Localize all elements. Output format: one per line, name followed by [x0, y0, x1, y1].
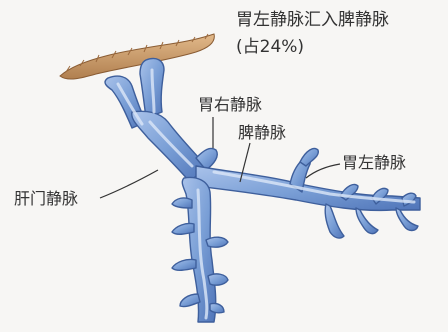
- liver-tissue-strip: [60, 34, 214, 79]
- label-left-gastric-to-splenic: 胃左静脉汇入脾静脉: [236, 12, 389, 29]
- label-splenic-vein: 脾静脉: [238, 125, 286, 141]
- label-hepatic-portal-vein: 肝门静脉: [14, 191, 78, 207]
- leader-portal: [100, 170, 158, 198]
- left-gastric-sub: [300, 149, 318, 167]
- portal-trunk: [132, 111, 206, 182]
- label-left-gastric-vein: 胃左静脉: [342, 155, 406, 171]
- label-right-gastric-vein: 胃右静脉: [198, 97, 262, 113]
- leader-left-gastric: [306, 164, 340, 178]
- label-percentage: (占24%): [236, 39, 304, 56]
